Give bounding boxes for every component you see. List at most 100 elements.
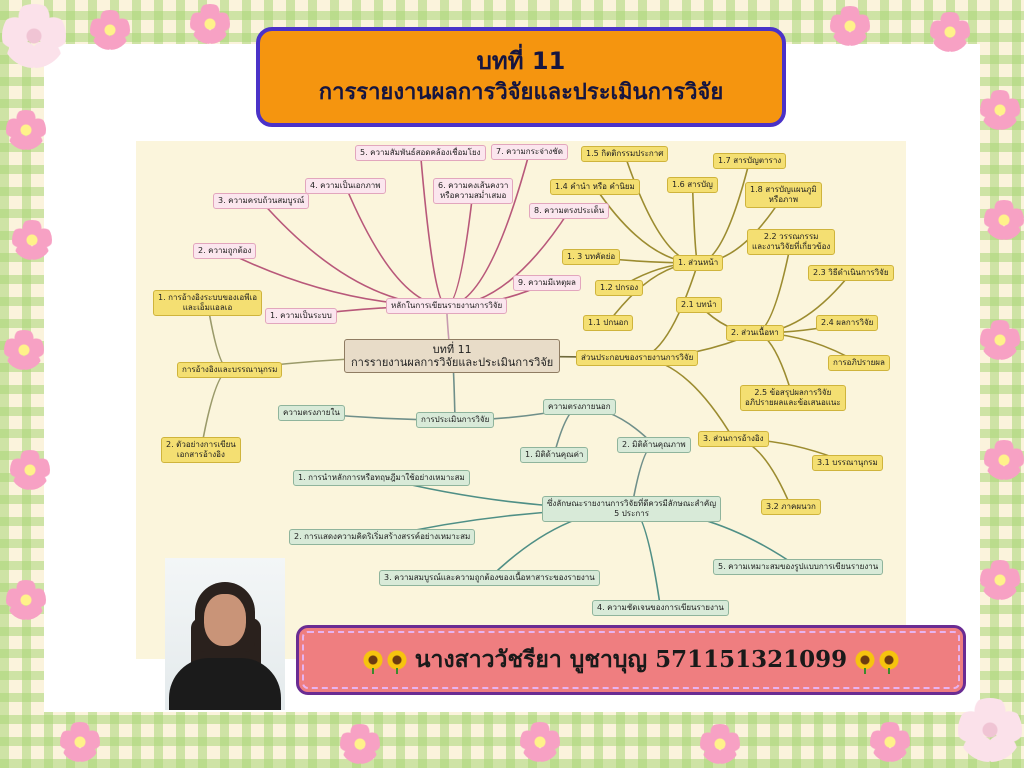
mindmap-connector	[754, 241, 792, 334]
node-text: และเอ็มแอลเอ	[182, 303, 233, 312]
sunflower-icon	[362, 650, 383, 674]
flower-decoration-icon	[2, 4, 66, 68]
node-text: 2.4 ผลการวิจัย	[821, 318, 874, 327]
sunflower-icon	[879, 650, 900, 674]
mindmap-node-principles-items-0: 1. ความเป็นระบบ	[265, 308, 337, 324]
flower-decoration-icon	[930, 12, 970, 52]
mindmap-connector	[631, 508, 662, 609]
node-text: ความตรงภายใน	[283, 408, 340, 417]
node-text: 1.2 ปกรอง	[600, 283, 639, 292]
mindmap-node-principles-items-4: 5. ความสัมพันธ์สอดคล้องเชื่อมโยง	[355, 145, 486, 161]
mindmap-node-characteristics-items-2: 3. ความสมบูรณ์และความถูกต้องของเนื้อหาสา…	[379, 570, 600, 586]
mindmap-node-characteristics-items-4: 5. ความเหมาะสมของรูปแบบการเขียนรายงาน	[713, 559, 884, 575]
node-text: 2.2 วรรณกรรม	[763, 232, 819, 241]
presenter-photo	[165, 558, 285, 710]
node-text: หรือความสม่ำเสมอ	[440, 191, 507, 200]
mindmap-node-components-body-items-5: 2.5 ข้อสรุปผลการวิจัยอภิปรายผลและข้อเสนอ…	[740, 385, 846, 411]
node-text: 5. ความเหมาะสมของรูปแบบการเขียนรายงาน	[718, 562, 879, 571]
mindmap-node-components-body-items-3: 2.4 ผลการวิจัย	[816, 315, 879, 331]
node-text: ความตรงภายนอก	[548, 402, 611, 411]
chapter-number: บทที่ 11	[476, 47, 566, 75]
flower-decoration-icon	[870, 722, 910, 762]
node-text: บทที่ 11	[432, 343, 472, 356]
mindmap-connector	[636, 357, 735, 440]
node-text: การรายงานผลการวิจัยและประเมินการวิจัย	[351, 356, 554, 369]
mindmap-node-components-front-items-3: 1.4 คำนำ หรือ คำนิยม	[550, 179, 640, 195]
mindmap-connector	[691, 184, 699, 264]
node-text: 2. ตัวอย่างการเขียน	[166, 440, 236, 449]
flower-decoration-icon	[700, 724, 740, 764]
mindmap-node-components-front-hub: 1. ส่วนหน้า	[673, 255, 724, 271]
node-text: 9. ความมีเหตุผล	[518, 278, 576, 287]
node-text: 1.8 สารบัญแผนภูมิ	[750, 185, 817, 194]
node-text: 2. การแสดงความคิดริเริ่มสร้างสรรค์อย่างเ…	[294, 532, 471, 541]
node-text: หลักในการเขียนรายงานการวิจัย	[391, 301, 503, 310]
mindmap-connector	[623, 153, 699, 264]
mindmap-node-principles-items-3: 4. ความเป็นเอกภาพ	[305, 178, 386, 194]
node-text: 1.4 คำนำ หรือ คำนิยม	[555, 182, 635, 191]
flower-decoration-icon	[958, 698, 1022, 762]
mindmap-node-evaluation-quantity: 1. มิติด้านคุณค่า	[520, 447, 589, 463]
mindmap-node-components-reference-hub: 3. ส่วนการอ้างอิง	[698, 431, 769, 447]
mindmap-node-components-reference-items-1: 3.2 ภาคผนวก	[761, 499, 821, 515]
mindmap-node-principles-items-8: 9. ความมีเหตุผล	[513, 275, 581, 291]
node-text: 1. มิติด้านคุณค่า	[525, 450, 584, 459]
mindmap-node-components-front-items-2: 1. 3 บทคัดย่อ	[562, 249, 621, 265]
mindmap-node-components-front-items-5: 1.6 สารบัญ	[667, 177, 718, 193]
node-text: 5 ประการ	[614, 509, 650, 518]
flower-decoration-icon	[10, 450, 50, 490]
node-text: 4. ความชัดเจนของการเขียนรายงาน	[597, 603, 724, 612]
node-text: 1. ส่วนหน้า	[678, 258, 719, 267]
flower-decoration-icon	[340, 724, 380, 764]
flower-decoration-icon	[6, 580, 46, 620]
node-text: 3. ความสมบูรณ์และความถูกต้องของเนื้อหาสา…	[384, 573, 595, 582]
mindmap-node-evaluation-internal: ความตรงภายใน	[278, 405, 345, 421]
mindmap-node-citations-hub: การอ้างอิงและบรรณานุกรม	[177, 362, 283, 378]
node-text: การประเมินการวิจัย	[421, 415, 490, 424]
node-text: 1.7 สารบัญตาราง	[718, 156, 782, 165]
mindmap-node-principles-items-6: 7. ความกระจ่างชัด	[491, 144, 568, 160]
mindmap-node-principles-items-1: 2. ความถูกต้อง	[193, 243, 257, 259]
mindmap-connector	[733, 438, 792, 508]
mindmap-node-components-front-items-1: 1.2 ปกรอง	[595, 280, 644, 296]
node-text: ซึ่งลักษณะรายงานการวิจัยที่ดีควรมีลักษณะ…	[547, 499, 717, 508]
mindmap-node-evaluation-external: ความตรงภายนอก	[543, 399, 616, 415]
mindmap-node-evaluation-hub: การประเมินการวิจัย	[416, 412, 495, 428]
mindmap-connector	[419, 152, 447, 307]
node-text: 5. ความสัมพันธ์สอดคล้องเชื่อมโยง	[360, 148, 481, 157]
node-text: 1. การนำหลักการหรือทฤษฎีมาใช้อย่างเหมาะส…	[298, 473, 465, 482]
mindmap-node-characteristics-items-1: 2. การแสดงความคิดริเริ่มสร้างสรรค์อย่างเ…	[289, 529, 476, 545]
mindmap-node-citations-items-0: 1. การอ้างอิงระบบของเอพีเอและเอ็มแอลเอ	[153, 290, 263, 316]
node-text: เอกสารอ้างอิง	[176, 450, 225, 459]
node-text: และงานวิจัยที่เกี่ยวข้อง	[752, 242, 831, 251]
node-text: ส่วนประกอบของรายงานการวิจัย	[581, 353, 694, 362]
mindmap-node-components-front-items-7: 1.8 สารบัญแผนภูมิหรือภาพ	[745, 182, 822, 208]
sunflower-icon	[855, 650, 876, 674]
flower-decoration-icon	[90, 10, 130, 50]
node-text: 1.1 ปกนอก	[588, 318, 629, 327]
mindmap-node-components-body-items-4: การอภิปรายผล	[828, 355, 890, 371]
node-text: 2.5 ข้อสรุปผลการวิจัย	[754, 388, 832, 397]
slide-title: บทที่ 11 การรายงานผลการวิจัยและประเมินกา…	[256, 27, 786, 127]
node-text: 2.1 บทนำ	[681, 300, 717, 309]
node-text: 6. ความคงเส้นคงวา	[438, 181, 509, 190]
flower-decoration-icon	[984, 440, 1024, 480]
flower-decoration-icon	[520, 722, 560, 762]
mindmap-node-components-body-items-0: 2.1 บทนำ	[676, 297, 722, 313]
node-text: 8. ความตรงประเด็น	[534, 206, 605, 215]
mindmap-node-components-reference-items-0: 3.1 บรรณานุกรม	[812, 455, 883, 471]
node-text: 3.2 ภาคผนวก	[766, 502, 816, 511]
mindmap-node-characteristics-hub: ซึ่งลักษณะรายงานการวิจัยที่ดีควรมีลักษณะ…	[542, 496, 722, 522]
mindmap-node-components-front-items-4: 1.5 กิตติกรรมประกาศ	[581, 146, 669, 162]
mindmap-node-components-hub: ส่วนประกอบของรายงานการวิจัย	[576, 350, 699, 366]
node-text: 2. ความถูกต้อง	[198, 246, 252, 255]
flower-decoration-icon	[12, 220, 52, 260]
node-text: การอภิปรายผล	[833, 358, 885, 367]
mindmap-node-principles-items-5: 6. ความคงเส้นคงวาหรือความสม่ำเสมอ	[433, 178, 514, 204]
mindmap-node-principles-items-2: 3. ความครบถ้วนสมบูรณ์	[213, 193, 310, 209]
mindmap-node-characteristics-items-3: 4. ความชัดเจนของการเขียนรายงาน	[592, 600, 729, 616]
mindmap-node-components-body-hub: 2. ส่วนเนื้อหา	[726, 325, 784, 341]
node-text: 2.3 วิธีดำเนินการวิจัย	[813, 268, 889, 277]
node-text: 1.5 กิตติกรรมประกาศ	[586, 149, 664, 158]
